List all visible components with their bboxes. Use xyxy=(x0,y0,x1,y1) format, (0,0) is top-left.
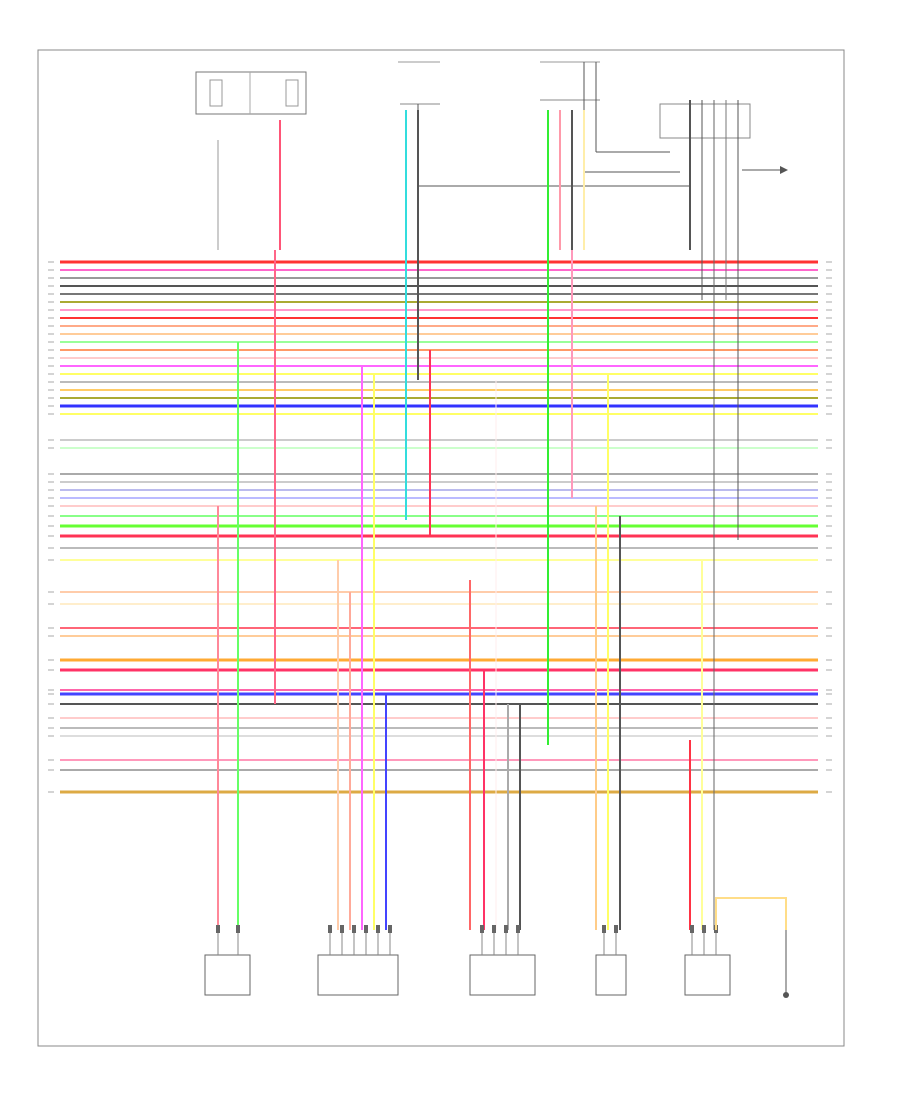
pin-terminal xyxy=(340,925,344,933)
right-connector-pins xyxy=(826,261,832,793)
pin-terminal xyxy=(516,925,520,933)
pin-terminal xyxy=(388,925,392,933)
component-body xyxy=(595,954,627,996)
pin-terminal xyxy=(690,925,694,933)
component-body xyxy=(469,954,536,996)
top-module-connector xyxy=(398,61,690,187)
pin-terminal xyxy=(236,925,240,933)
harness-wires xyxy=(60,260,818,794)
top-right-connector xyxy=(659,103,788,174)
ground-sensor-icon xyxy=(715,897,789,998)
left-connector-pins xyxy=(48,261,54,793)
pin-terminal xyxy=(328,925,332,933)
top-relay-box xyxy=(195,71,307,115)
pin-terminal xyxy=(492,925,496,933)
pin-terminal xyxy=(602,925,606,933)
pin-terminal xyxy=(702,925,706,933)
pin-terminal xyxy=(364,925,368,933)
pin-terminal xyxy=(504,925,508,933)
diagram-frame xyxy=(37,49,845,1047)
pin-terminal xyxy=(376,925,380,933)
component-body xyxy=(204,954,251,996)
branch-wires xyxy=(217,100,739,930)
pin-terminal xyxy=(480,925,484,933)
pin-terminal xyxy=(614,925,618,933)
component-body xyxy=(684,954,731,996)
sensor-box-5 xyxy=(684,925,731,996)
sensor-box-1 xyxy=(204,925,251,996)
sensor-box-2 xyxy=(317,925,399,996)
pin-terminal xyxy=(216,925,220,933)
sensor-box-4 xyxy=(595,925,627,996)
sensor-box-3 xyxy=(469,925,536,996)
bottom-components xyxy=(204,925,731,996)
pin-terminal xyxy=(352,925,356,933)
component-body xyxy=(317,954,399,996)
